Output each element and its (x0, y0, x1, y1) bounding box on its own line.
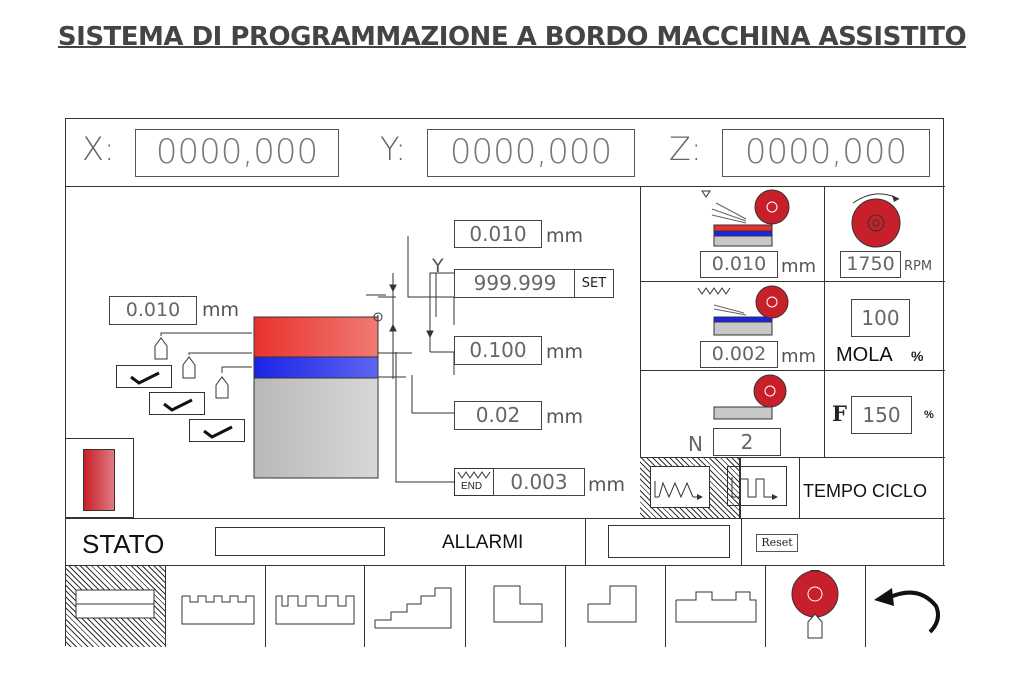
feed-1-value[interactable]: 0.010 (700, 251, 778, 278)
finish-grinding-icon (697, 285, 789, 336)
left-depth-unit: mm (202, 299, 240, 321)
status-indicator (83, 449, 115, 511)
rpm-value[interactable]: 1750 (840, 251, 901, 278)
f-label: F (832, 401, 847, 426)
lower-depth-unit: mm (546, 406, 584, 428)
profile-multislot-button[interactable] (266, 566, 364, 647)
zigzag-icon (457, 471, 491, 479)
probe-2-checkbox[interactable] (149, 392, 205, 415)
rpm-unit: RPM (904, 259, 933, 274)
control-panel: X: 0000,000 Y: 0000,000 Z: 0000,000 (65, 118, 945, 647)
back-button[interactable] (866, 566, 945, 647)
middle-depth-value[interactable]: 0.100 (454, 336, 542, 365)
mola-label: MOLA (836, 344, 893, 366)
profile-step-down-icon (493, 585, 543, 623)
profile-steps-button[interactable] (365, 566, 465, 647)
end-depth-value[interactable]: 0.003 (493, 468, 585, 496)
feed-1-unit: mm (781, 256, 817, 277)
oscillation-cycle-button[interactable] (640, 458, 740, 518)
spindle-rotation-icon (851, 193, 901, 248)
oscillation-icon (654, 481, 703, 500)
spark-out-icon (713, 374, 787, 420)
profile-tabs-icon (675, 591, 757, 623)
x-coordinate-display: 0000,000 (135, 129, 339, 177)
y-position-value[interactable]: 999.999 (454, 269, 576, 298)
top-depth-unit: mm (546, 225, 584, 247)
mola-percent-sign: % (911, 348, 924, 364)
y-coordinate-display: 0000,000 (427, 129, 635, 177)
profile-step-down-button[interactable] (466, 566, 565, 647)
f-percent-value[interactable]: 150 (851, 396, 912, 434)
stato-field (215, 527, 385, 556)
probe-1-checkbox[interactable] (116, 365, 172, 388)
profile-steps-icon (374, 587, 452, 629)
profile-flat-icon (75, 589, 155, 619)
workpiece-diagram (154, 236, 455, 483)
top-depth-value[interactable]: 0.010 (454, 220, 542, 248)
checkmark-icon (203, 425, 233, 439)
lower-depth-value[interactable]: 0.02 (454, 401, 542, 430)
profile-flat-button[interactable] (66, 566, 165, 647)
z-coordinate-display: 0000,000 (722, 129, 930, 177)
checkmark-icon (130, 371, 160, 385)
pulse-cycle-button[interactable] (727, 458, 799, 518)
allarmi-label: ALLARMI (442, 532, 524, 553)
back-arrow-icon (874, 588, 940, 634)
y-axis-label: Y: (380, 130, 407, 168)
grinding-wheel-button[interactable] (766, 566, 865, 647)
end-marker-box: END (454, 468, 494, 496)
allarmi-field (608, 525, 730, 558)
mola-percent-value[interactable]: 100 (851, 299, 910, 337)
profile-tabs-button[interactable] (666, 566, 765, 647)
profile-multislot-icon (275, 595, 355, 625)
set-button[interactable]: SET (574, 269, 614, 298)
feed-2-unit: mm (781, 346, 817, 367)
status-indicator-frame (66, 438, 134, 518)
pulse-wave-icon (731, 477, 778, 500)
profile-slots-icon (181, 595, 255, 625)
end-label: END (461, 481, 483, 492)
probe-3-checkbox[interactable] (189, 419, 245, 442)
y-position-label: Y (432, 255, 444, 277)
profile-step-up-icon (587, 585, 637, 623)
end-depth-unit: mm (588, 474, 626, 496)
feed-2-value[interactable]: 0.002 (700, 341, 778, 368)
x-axis-label: X: (82, 130, 115, 168)
checkmark-icon (163, 398, 193, 412)
reset-button[interactable]: Reset (756, 534, 798, 552)
n-value[interactable]: 2 (713, 428, 781, 456)
grinding-wheel-icon (791, 570, 839, 639)
n-label: N (688, 432, 703, 456)
stato-label: STATO (82, 529, 165, 559)
profile-slots-button[interactable] (166, 566, 265, 647)
profile-step-up-button[interactable] (566, 566, 665, 647)
page-title: SISTEMA DI PROGRAMMAZIONE A BORDO MACCHI… (57, 22, 967, 52)
f-percent-sign: % (924, 409, 934, 421)
surface-grinding-icon (701, 189, 790, 247)
z-axis-label: Z: (669, 130, 702, 168)
tempo-ciclo-label: TEMPO CICLO (803, 481, 928, 501)
middle-depth-unit: mm (546, 341, 584, 363)
left-depth-value[interactable]: 0.010 (109, 296, 197, 325)
